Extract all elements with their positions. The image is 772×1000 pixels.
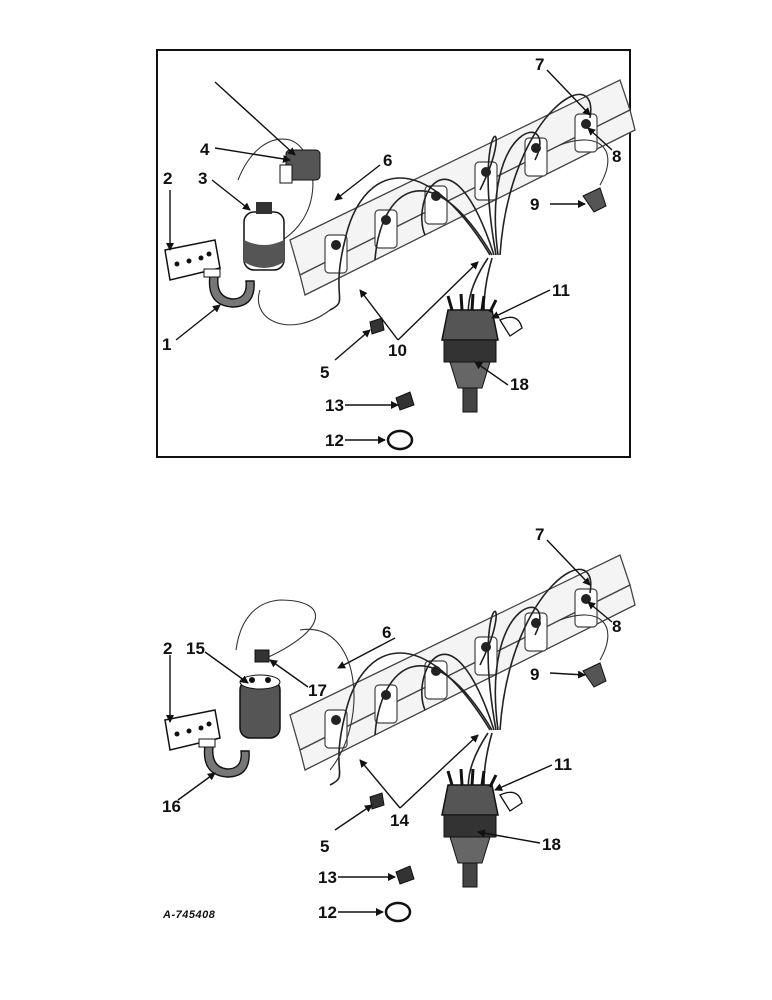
bottom-callout-9: 9 xyxy=(530,665,539,684)
bottom-callout-7: 7 xyxy=(535,525,544,544)
top-callout-9: 9 xyxy=(530,195,539,214)
bottom-callout-14: 14 xyxy=(390,811,409,830)
bottom-drive-dog xyxy=(395,865,415,885)
bottom-callout-2: 2 xyxy=(163,639,172,658)
top-callout-1: 1 xyxy=(162,335,171,354)
top-callout-7: 7 xyxy=(535,55,544,74)
bottom-coil-clamp xyxy=(198,738,250,778)
top-ignition-coil xyxy=(243,202,285,271)
top-distributor xyxy=(440,292,524,414)
top-callout-2: 2 xyxy=(163,169,172,188)
bottom-plug-terminal xyxy=(582,662,607,688)
top-callout-4: 4 xyxy=(200,140,210,159)
bottom-callout-12: 12 xyxy=(318,903,337,922)
bottom-callouts: 2 5 6 7 8 9 11 12 13 14 15 16 17 18 xyxy=(162,525,621,922)
top-callout-13: 13 xyxy=(325,396,344,415)
bottom-washer xyxy=(384,901,412,923)
top-plug-terminal xyxy=(582,187,607,213)
bottom-callout-13: 13 xyxy=(318,868,337,887)
bottom-distributor xyxy=(440,767,524,889)
bottom-ignition-coil xyxy=(239,674,281,739)
bottom-callout-16: 16 xyxy=(162,797,181,816)
bottom-callout-17: 17 xyxy=(308,681,327,700)
bottom-engine-head xyxy=(289,554,636,771)
top-wire-harness xyxy=(237,93,609,331)
top-coil-clamp xyxy=(203,268,255,308)
bottom-wire-harness xyxy=(235,568,609,806)
top-engine-head xyxy=(289,79,636,296)
top-resistor xyxy=(279,149,321,184)
top-callout-11: 11 xyxy=(552,281,570,300)
bottom-callout-18: 18 xyxy=(542,835,561,854)
bottom-wire-clip xyxy=(369,792,385,810)
bottom-callout-8: 8 xyxy=(612,617,621,636)
top-callout-3: 3 xyxy=(198,169,207,188)
bottom-callout-6: 6 xyxy=(382,623,391,642)
top-callout-6: 6 xyxy=(383,151,392,170)
bottom-callout-5: 5 xyxy=(320,837,329,856)
figure-id: A-745408 xyxy=(162,909,216,921)
bottom-leader-lines xyxy=(166,539,613,916)
top-callouts: 1 2 3 4 5 6 7 8 9 10 11 12 13 18 xyxy=(162,55,621,450)
top-leader-lines xyxy=(166,69,613,444)
top-drive-dog xyxy=(395,391,415,411)
top-wire-clip xyxy=(369,317,385,335)
top-callout-8: 8 xyxy=(612,147,621,166)
bottom-coil-lead-connector xyxy=(254,649,270,663)
top-panel-frame xyxy=(156,49,631,458)
bottom-callout-15: 15 xyxy=(186,639,205,658)
top-callout-5: 5 xyxy=(320,363,329,382)
bottom-callout-11: 11 xyxy=(554,755,572,774)
top-washer xyxy=(386,429,414,451)
top-callout-12: 12 xyxy=(325,431,344,450)
top-callout-18: 18 xyxy=(510,375,529,394)
top-callout-10: 10 xyxy=(388,341,407,360)
